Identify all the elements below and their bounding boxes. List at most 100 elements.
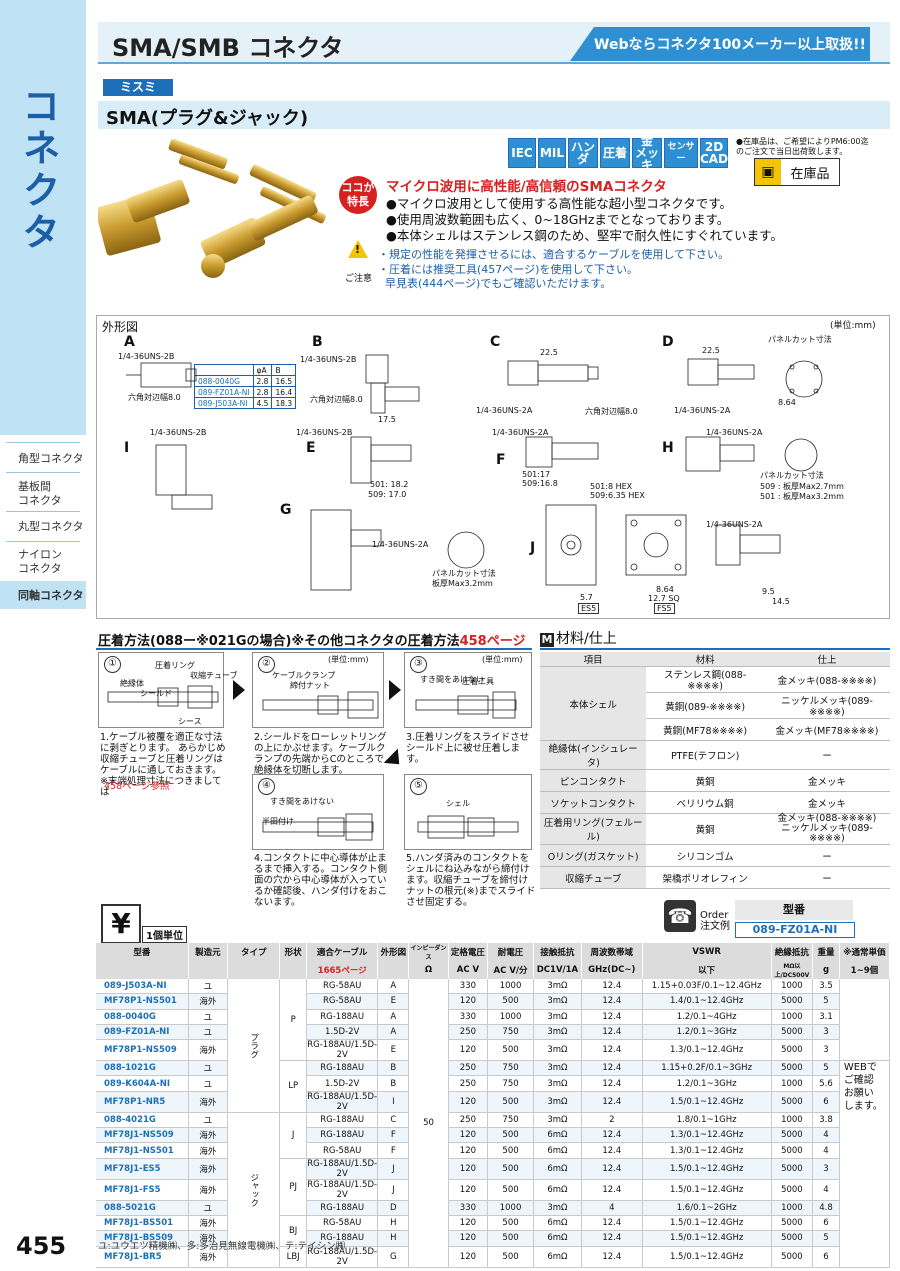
table-cell: 3mΩ <box>533 1091 582 1113</box>
caution-line-table-link[interactable]: 早見表(444ページ)でもご確認いただけます。 <box>378 277 612 290</box>
table-cell: 海外 <box>188 1091 229 1113</box>
table-cell: RG-58AU <box>306 979 379 995</box>
type-cell: プラグ <box>227 979 281 1113</box>
part-number-link[interactable]: MF78J1-NS509 <box>96 1127 189 1144</box>
table-cell: 120 <box>448 1158 489 1180</box>
part-number-link[interactable]: MF78J1-ES5 <box>96 1158 189 1180</box>
table-cell: 500 <box>487 1179 534 1201</box>
sidebar-item-board-connector[interactable]: 基板間 コネクタ <box>18 480 62 507</box>
table-cell: B <box>377 1060 410 1077</box>
table-cell: 12.4 <box>581 1075 643 1092</box>
caution-line-tool-link[interactable]: ・圧着には推奨工具(457ページ)を使用して下さい。 <box>378 263 639 276</box>
feature-bullet: ●使用周波数範囲も広く、0~18GHzまでとなっております。 <box>386 212 730 227</box>
sidebar-title: コネクタ <box>16 86 60 254</box>
part-number-link[interactable]: 088-1021G <box>96 1060 189 1077</box>
thread-label: 1/4-36UNS-2A <box>706 520 763 529</box>
crimp-section-title: 圧着方法(088ー※021Gの場合)※その他コネクタの圧着方法458ページ <box>98 634 526 649</box>
yen-icon: ¥ <box>101 904 141 944</box>
sidebar-item-square-connector[interactable]: 角型コネクタ <box>18 452 84 465</box>
table-cell: 330 <box>448 1200 489 1216</box>
table-cell: 5000 <box>771 1230 814 1247</box>
table-cell: 1000 <box>771 1200 814 1216</box>
table-cell: 750 <box>487 1024 534 1041</box>
thread-label: 1/4-36UNS-2B <box>300 355 357 364</box>
table-cell: 4 <box>812 1142 840 1159</box>
part-number-link[interactable]: 088-4021G <box>96 1112 189 1129</box>
table-cell: RG-188AU/1.5D-2V <box>306 1091 379 1113</box>
table-cell: F <box>377 1127 410 1144</box>
crimp-line-drawings <box>107 685 519 841</box>
table-cell: 3mΩ <box>533 1075 582 1092</box>
materials-table: 項目材料仕上 本体シェルステンレス鋼(088-※※※※)金メッキ(088-※※※… <box>540 652 890 889</box>
part-number-link[interactable]: MF78J1-BS501 <box>96 1215 189 1232</box>
table-cell: 海外 <box>188 1039 229 1062</box>
crimp-step-2-box <box>252 652 384 728</box>
table-cell: 1000 <box>487 979 534 995</box>
part-number-link[interactable]: MF78J1-BR5 <box>96 1246 189 1268</box>
step-number: ④ <box>258 778 275 795</box>
step-arrow-icon <box>389 680 401 700</box>
table-cell: 1.15+0.03F/0.1~12.4GHz <box>642 979 772 995</box>
table-cell: 5.6 <box>812 1075 840 1092</box>
table-cell: RG-188AU <box>306 1112 379 1129</box>
table-cell: 12.4 <box>581 1246 643 1268</box>
table-cell: 1.3/0.1~12.4GHz <box>642 1127 772 1144</box>
table-cell: 5 <box>812 993 840 1010</box>
sidebar-item-nylon-connector[interactable]: ナイロン コネクタ <box>18 548 62 575</box>
table-cell: 1.3/0.1~12.4GHz <box>642 1142 772 1159</box>
part-number-link[interactable]: MF78P1-NS509 <box>96 1039 189 1062</box>
table-cell: 2 <box>581 1112 643 1129</box>
table-cell: 5000 <box>771 1127 814 1144</box>
hex-label: 六角対辺幅8.0 <box>585 407 638 416</box>
badge-solder: ハンダ <box>568 138 598 168</box>
web-banner[interactable]: Webならコネクタ100メーカー以上取扱!! <box>570 27 870 61</box>
crimp-ref-link[interactable]: 458ページ <box>459 634 526 649</box>
dimension-value: 14.5 <box>772 597 790 606</box>
table-cell: 1.5/0.1~12.4GHz <box>642 1230 772 1247</box>
table-cell: 12.4 <box>581 1215 643 1232</box>
part-number-link[interactable]: 088-0040G <box>96 1009 189 1025</box>
sidebar-item-round-connector[interactable]: 丸型コネクタ <box>18 520 84 533</box>
f-dim-label: 509:6.35 HEX <box>590 491 645 500</box>
crimp-step-text: 1.ケーブル被覆を適正な寸法に剥ぎとります。 あらかじめ収縮チューブと圧着リング… <box>100 732 226 798</box>
table-cell: 120 <box>448 1230 489 1247</box>
table-cell: 3mΩ <box>533 1039 582 1062</box>
crimp-divider <box>96 648 532 650</box>
crimp-step-text: 4.コンタクトに中心導体が止まるまで挿入する。コンタクト側面の穴から中心導体が入… <box>254 853 388 908</box>
table-cell: 500 <box>487 1039 534 1062</box>
part-number-link[interactable]: MF78P1-NR5 <box>96 1091 189 1113</box>
table-cell: 1.5D-2V <box>306 1024 379 1041</box>
order-label: Order 注文例 <box>700 910 730 932</box>
thread-label: 1/4-36UNS-2A <box>706 428 763 437</box>
table-cell: 500 <box>487 1246 534 1268</box>
sidebar-item-coaxial-connector[interactable]: 同軸コネクタ <box>18 589 84 602</box>
part-number-link[interactable]: 089-J503A-NI <box>96 979 189 995</box>
part-number-link[interactable]: 089-FZ01A-NI <box>96 1024 189 1041</box>
crimp-step-text: 3.圧着リングをスライドさせシールド上に被せ圧着します。 <box>406 732 530 765</box>
crimp-step-ref-link[interactable]: 458ページ参照 <box>104 781 170 792</box>
table-cell: 海外 <box>188 1179 229 1201</box>
part-number-link[interactable]: MF78J1-BS509 <box>96 1230 189 1247</box>
crimp-label: すき間をあけない <box>270 797 334 806</box>
part-number-link[interactable]: 089-K604A-NI <box>96 1075 189 1092</box>
order-head: 型番 <box>735 900 853 920</box>
table-cell: 海外 <box>188 993 229 1010</box>
part-number-link[interactable]: MF78J1-FS5 <box>96 1179 189 1201</box>
table-cell: RG-58AU <box>306 993 379 1010</box>
part-number-link[interactable]: MF78J1-NS501 <box>96 1142 189 1159</box>
crimp-step-text: 5.ハンダ済みのコンタクトをシェルにね込みながら締付けます。収縮チューブを締付け… <box>406 853 536 908</box>
drawing-letter: E <box>306 440 316 456</box>
table-cell: 6mΩ <box>533 1142 582 1159</box>
e-dim-label: 501: 18.2 <box>370 480 409 489</box>
table-cell: 330 <box>448 1009 489 1025</box>
table-cell: 1.5/0.1~12.4GHz <box>642 1215 772 1232</box>
crimp-label: 絶縁体 <box>120 679 144 688</box>
part-number-link[interactable]: 088-5021G <box>96 1200 189 1216</box>
box-icon: ▣ <box>755 159 781 185</box>
table-cell: RG-188AU/1.5D-2V <box>306 1246 379 1268</box>
unit-label: 1個単位 <box>142 926 187 943</box>
part-number-link[interactable]: MF78P1-NS501 <box>96 993 189 1010</box>
